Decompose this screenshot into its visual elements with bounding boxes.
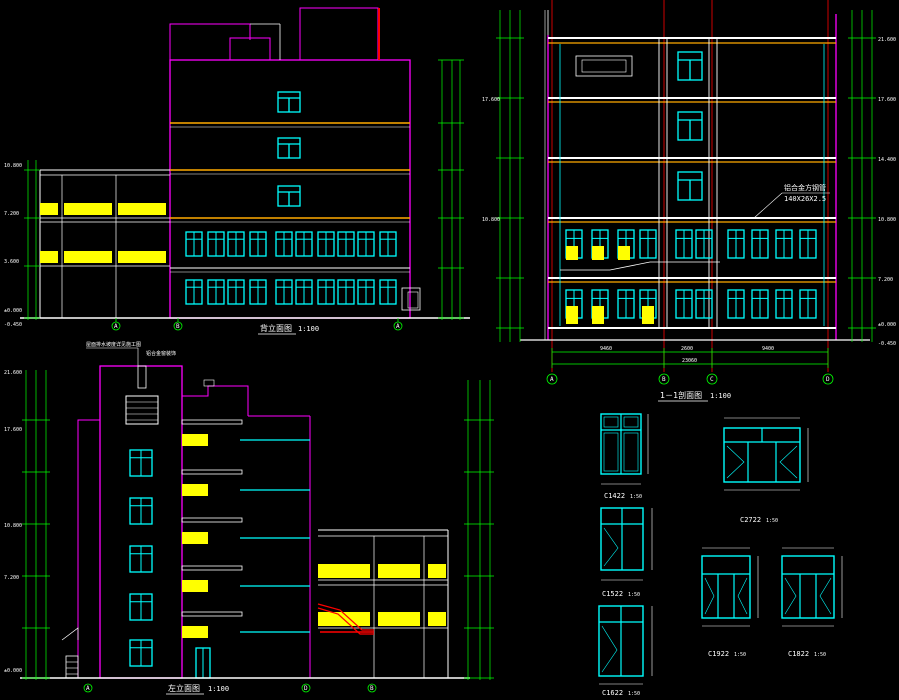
- axis-label: B: [370, 685, 374, 692]
- drawing-title: 左立面图: [168, 683, 200, 693]
- rear-level-label: ±0.000: [4, 308, 22, 314]
- section-note: 铝合金方钢管: [784, 183, 826, 192]
- left-level-label: ±0.000: [4, 668, 22, 674]
- balcony-slab: [181, 469, 243, 475]
- left-elevation: 屋面排水坡度详见施工图 铝合金窗装饰: [4, 341, 494, 695]
- window-code: C1422: [604, 492, 625, 500]
- drawing-title: 背立面图: [260, 323, 292, 333]
- axis-label: B: [662, 376, 666, 383]
- axis-label: A: [114, 323, 118, 330]
- left-right-dimensions: [464, 380, 494, 680]
- window-code: C1822: [788, 650, 809, 658]
- drawing-scale: 1:100: [208, 685, 229, 693]
- balcony-slab: [181, 611, 243, 617]
- section-level-label: 21.600: [878, 37, 896, 43]
- balcony-slab: [181, 565, 243, 571]
- section-windows-upper: [677, 51, 703, 201]
- window-c1922: C1922 1:50: [701, 547, 759, 658]
- left-balconies: [181, 419, 310, 638]
- section-1-1: 铝合金方钢管 140X26X2.5 21.600 17.600 14.400 1…: [482, 0, 896, 402]
- left-low-wing: [317, 529, 449, 678]
- left-axis-bubbles: [83, 683, 377, 693]
- section-dim: 2600: [681, 346, 693, 352]
- axis-label: C: [710, 376, 714, 383]
- section-level-label: 10.800: [878, 217, 896, 223]
- left-level-label: 10.800: [4, 523, 22, 529]
- window-scale: 1:50: [734, 652, 746, 658]
- section-left-dimensions: [496, 10, 524, 342]
- rear-windows-row-2f: [185, 231, 397, 257]
- window-details: C1422 1:50 C2722 1:50 C1522 1:50: [598, 413, 843, 697]
- section-note-size: 140X26X2.5: [784, 195, 826, 203]
- left-left-dimensions: [22, 370, 50, 680]
- window-c1622: C1622 1:50: [598, 605, 653, 697]
- section-windows-row-2f: [565, 229, 817, 259]
- window-scale: 1:50: [628, 691, 640, 697]
- section-dim: 9460: [600, 346, 612, 352]
- section-doors: [566, 246, 654, 324]
- section-level-label: 17.600: [878, 97, 896, 103]
- balcony-railing: [182, 434, 208, 446]
- axis-label: A: [396, 323, 400, 330]
- rear-axis-bubbles: [111, 318, 403, 331]
- section-dim-total: 23060: [682, 358, 697, 364]
- rear-level-label: 7.200: [4, 211, 19, 217]
- window-scale: 1:50: [628, 592, 640, 598]
- section-level-label: 7.200: [878, 277, 893, 283]
- rear-right-dimensions: [438, 59, 464, 320]
- axis-label: D: [304, 685, 308, 692]
- balcony-railing: [182, 580, 208, 592]
- section-bottom-dimensions: [551, 348, 829, 368]
- axis-label: B: [176, 323, 180, 330]
- left-level-label: 17.600: [4, 427, 22, 433]
- rear-low-wing: [39, 169, 170, 319]
- balcony-railing: [182, 626, 208, 638]
- rear-level-label: 10.800: [4, 163, 22, 169]
- window-code: C1922: [708, 650, 729, 658]
- section-dim: 9400: [762, 346, 774, 352]
- floor-bands: [170, 122, 410, 273]
- section-level-label: -0.450: [878, 341, 896, 347]
- left-level-label: 7.200: [4, 575, 19, 581]
- section-level-label: 14.400: [878, 157, 896, 163]
- left-tower-windows: [129, 449, 153, 667]
- drawing-title: 1－1剖面图: [660, 390, 702, 400]
- drawing-scale: 1:100: [710, 392, 731, 400]
- rear-windows-upper: [277, 91, 301, 207]
- rear-elevation: 10.800 7.200 3.600 ±0.000 -0.450 A B A 背…: [4, 7, 470, 335]
- window-scale: 1:50: [630, 494, 642, 500]
- rear-windows-row-1f: [185, 279, 397, 305]
- window-c1822: C1822 1:50: [781, 547, 843, 658]
- axis-label: A: [86, 685, 90, 692]
- window-c1422: C1422 1:50: [600, 413, 649, 500]
- drawing-scale: 1:100: [298, 325, 319, 333]
- window-c2722: C2722 1:50: [723, 417, 809, 524]
- balcony-slab: [181, 517, 243, 523]
- rear-level-label: 3.600: [4, 259, 19, 265]
- rear-level-label: -0.450: [4, 322, 22, 328]
- rear-left-dimensions: [24, 160, 40, 320]
- section-axis-bubbles: [546, 373, 834, 385]
- balcony-railing: [182, 532, 208, 544]
- left-note-top: 屋面排水坡度详见施工图: [86, 341, 141, 348]
- axis-label: D: [826, 376, 830, 383]
- window-code: C1622: [602, 689, 623, 697]
- section-level-label: 17.600: [482, 97, 500, 103]
- window-code: C1522: [602, 590, 623, 598]
- window-scale: 1:50: [766, 518, 778, 524]
- left-level-label: 21.600: [4, 370, 22, 376]
- balcony-slab: [181, 419, 243, 425]
- window-scale: 1:50: [814, 652, 826, 658]
- section-level-label: 10.800: [482, 217, 500, 223]
- section-slabs: [548, 37, 836, 329]
- section-right-dimensions: [848, 10, 876, 342]
- window-c1522: C1522 1:50: [600, 507, 653, 598]
- left-note-right: 铝合金窗装饰: [146, 350, 176, 357]
- window-code: C2722: [740, 516, 761, 524]
- axis-label: A: [550, 376, 554, 383]
- balcony-railing: [182, 484, 208, 496]
- section-level-label: ±0.000: [878, 322, 896, 328]
